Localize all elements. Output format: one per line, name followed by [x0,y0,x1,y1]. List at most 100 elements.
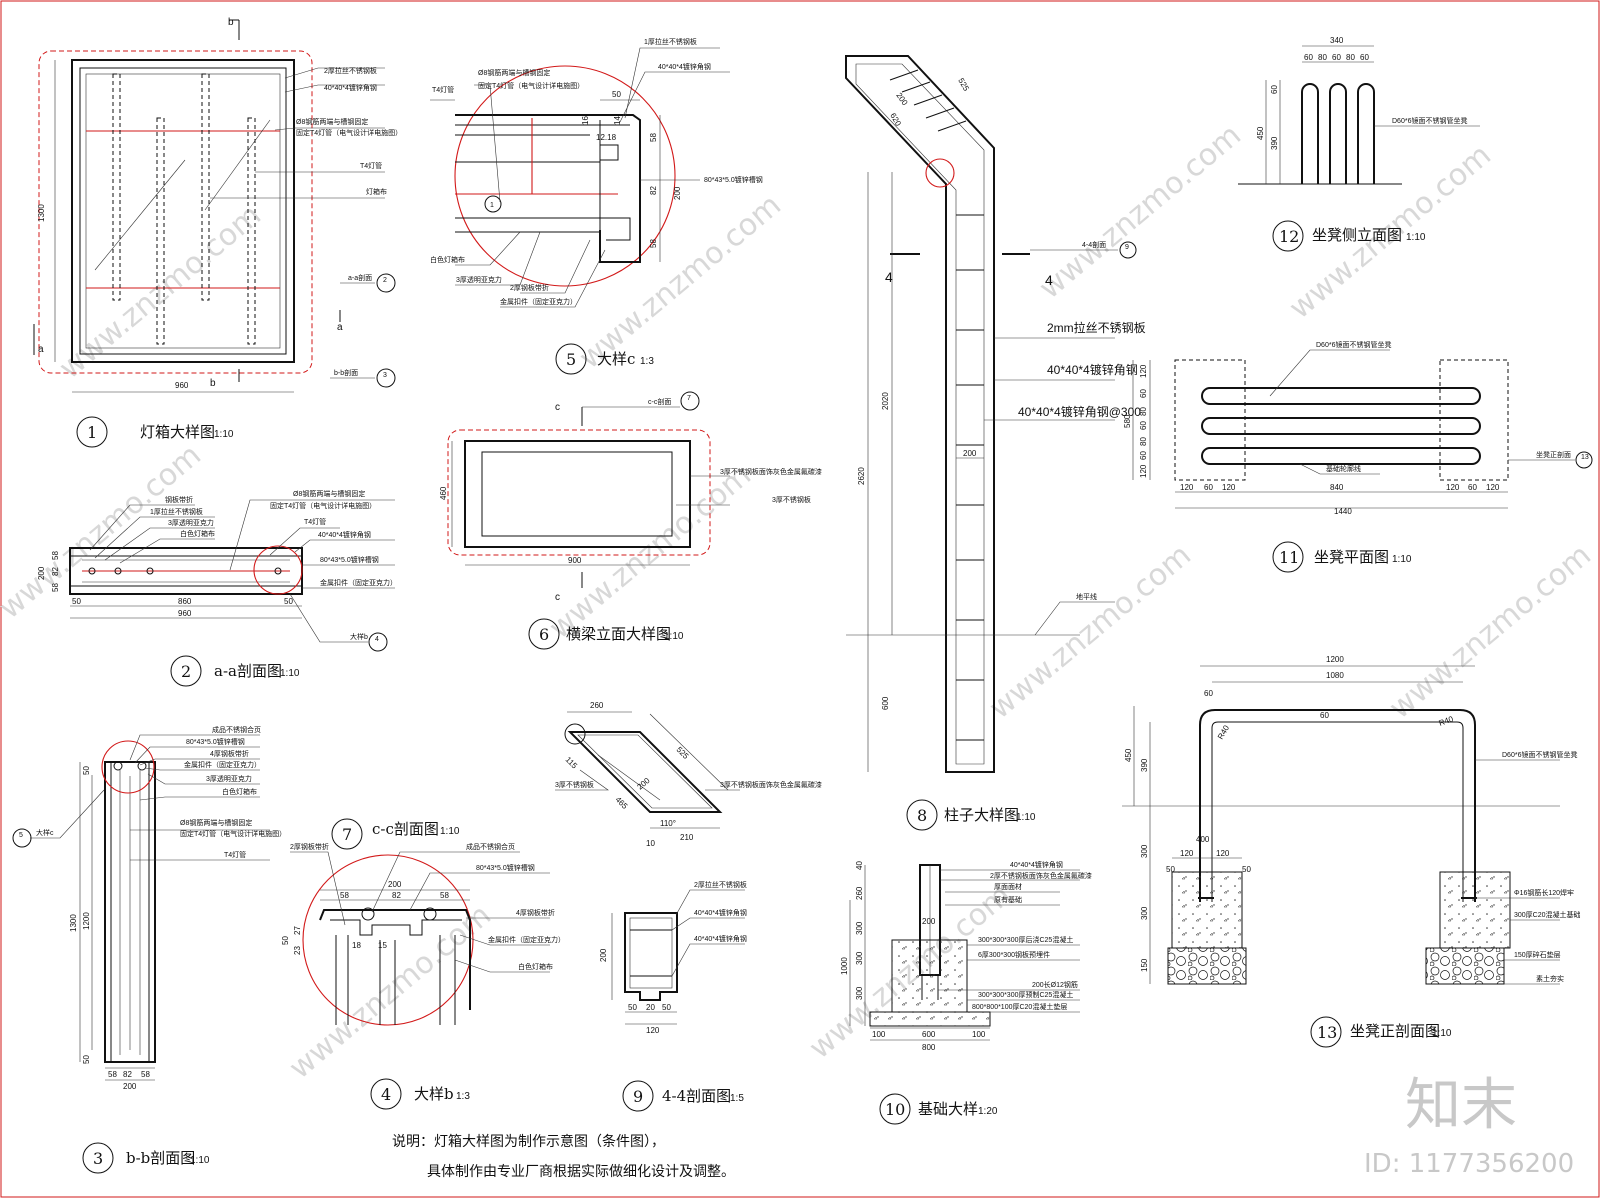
dim: 82 [392,891,401,900]
view-number: 10 [885,1100,905,1119]
dim: 50 [284,597,293,606]
brand-watermark: 知末 ID: 1177356200 [1364,1073,1574,1179]
dim: 300 [855,921,864,935]
callout-label: 固定T4灯管（电气设计详电施图） [296,128,402,137]
watermark-text: www.znzmo.com [983,538,1198,727]
callout-label: 80*43*5.0镀锌槽钢 [476,863,535,872]
callout-label: 300*300*300厚预制C25混凝土 [978,990,1073,999]
dim: 16 [581,116,590,125]
dim: 18 [352,941,361,950]
dim: 860 [178,597,192,606]
dim: 58 [649,239,658,248]
view-number-circle [76,416,108,448]
view-scale: 1:10 [1406,232,1426,243]
view-scale: 1:10 [1392,554,1412,565]
dim: 450 [1256,126,1265,140]
svg-text:1: 1 [490,202,494,209]
dim: 50 [612,90,621,99]
dim: 50 [628,1003,637,1012]
dim: 200 [599,948,608,962]
callout-label: Ø8钢筋两端与槽钢固定 [180,818,252,827]
svg-text:4: 4 [375,636,379,643]
callout-label: 金属扣件（固定亚克力） [184,760,261,769]
callout-label: 2厚钢板带折 [510,283,549,292]
view-13-bench-section: 1200 1080 60 60 R40 R40 450 390 300 120 … [1122,655,1581,1048]
dim: 50 [82,766,91,775]
view-number: 3 [93,1149,103,1168]
callout-label: T4灯管 [432,85,454,94]
watermark-text: www.znzmo.com [283,898,498,1087]
callout-label: 金属扣件（固定亚克力） [488,935,565,944]
callout-label: D60*6镜面不锈钢管坐凳 [1316,340,1391,349]
callout-label: 原有基础 [994,895,1022,904]
dim: 120 [1446,483,1460,492]
dim: 900 [568,556,582,565]
dim: 525 [956,77,971,94]
section-mark: c [555,402,560,413]
view-number-circle [1310,1016,1342,1048]
section-mark: b [210,378,216,389]
dim: 465 [614,795,630,811]
dim: 960 [178,609,192,618]
dim: 600 [881,696,890,710]
dim: 58 [649,133,658,142]
svg-text:2: 2 [383,277,387,284]
dim: 460 [439,486,448,500]
section-ref: 坐凳正剖面 [1536,450,1571,459]
callout-label: 金属扣件（固定亚克力） [500,297,577,306]
view-scale: 1:5 [730,1093,744,1104]
dim: 100 [872,1030,886,1039]
dim: 120 [1216,849,1230,858]
view-number-circle [370,1078,402,1110]
brand-logo-text: 知末 [1405,1073,1517,1138]
dim: 340 [1330,36,1344,45]
callout-label: 40*40*4镀锌角钢 [1010,860,1063,869]
view-number: 4 [381,1085,391,1104]
callout-label: 素土夯实 [1536,974,1564,983]
svg-text:9: 9 [1125,244,1129,251]
dim: 300 [1140,844,1149,858]
view-number-circle [622,1080,654,1112]
view-number: 11 [1279,548,1299,567]
dim: 840 [1330,483,1344,492]
view-number: 5 [566,350,576,369]
view-number: 13 [1317,1023,1337,1042]
callout-label: 成品不锈钢合页 [212,725,261,734]
view-number-circle [1272,541,1304,573]
view-number-circle [82,1142,114,1174]
dim: 60 [1139,389,1148,398]
view-title: c-c剖面图 [372,820,439,838]
callout-label: 1厚拉丝不锈钢板 [644,37,697,46]
view-5-detail-c: 1 50 14 16 12.18 58 82 58 200 1厚拉丝不锈钢板 Ø… [430,37,763,375]
view-number-circle [555,343,587,375]
callout-label: 40*40*4镀锌角钢 [658,62,711,71]
view-title: 柱子大样图 [944,806,1019,824]
view-title: 4-4剖面图 [662,1087,731,1105]
dim: 58 [108,1070,117,1079]
dim: 580 [1123,414,1132,428]
view-title: 灯箱大样图 [140,423,215,441]
dim: 1300 [37,204,46,222]
dim: 100 [972,1030,986,1039]
dim: 200 [922,917,936,926]
view-number: 1 [87,423,97,442]
callout-label: 3厚不锈钢板 [555,780,594,789]
callout-label: 200长Ø12钢筋 [1032,980,1078,989]
dim: 210 [680,833,694,842]
dim: 23 [293,946,302,955]
section-ref: c-c剖面 [648,397,671,406]
view-number: 12 [1279,227,1299,246]
dim: 60 [1204,689,1213,698]
section-ref: 4-4剖面 [1082,240,1106,249]
callout-label: Ø8钢筋两端与槽钢固定 [296,117,368,126]
view-number-circle [331,818,363,850]
callout-label: 白色灯箱布 [518,962,553,971]
view-scale: 1:10 [664,631,684,642]
callout-label: 80*43*5.0镀锌槽钢 [704,175,763,184]
callout-label: 300*300*300厚后浇C25混凝土 [978,935,1073,944]
callout-label: 3厚不锈钢板面饰灰色金属氟碳漆 [720,467,822,476]
callout-label: 金属扣件（固定亚克力） [320,578,397,587]
dim: 110° [660,819,676,828]
callout-label: 80*43*5.0镀锌槽钢 [186,737,245,746]
view-9-section-44: 200 50 20 50 120 2厚拉丝不锈钢板 40*40*4镀锌角钢 40… [599,880,747,1112]
